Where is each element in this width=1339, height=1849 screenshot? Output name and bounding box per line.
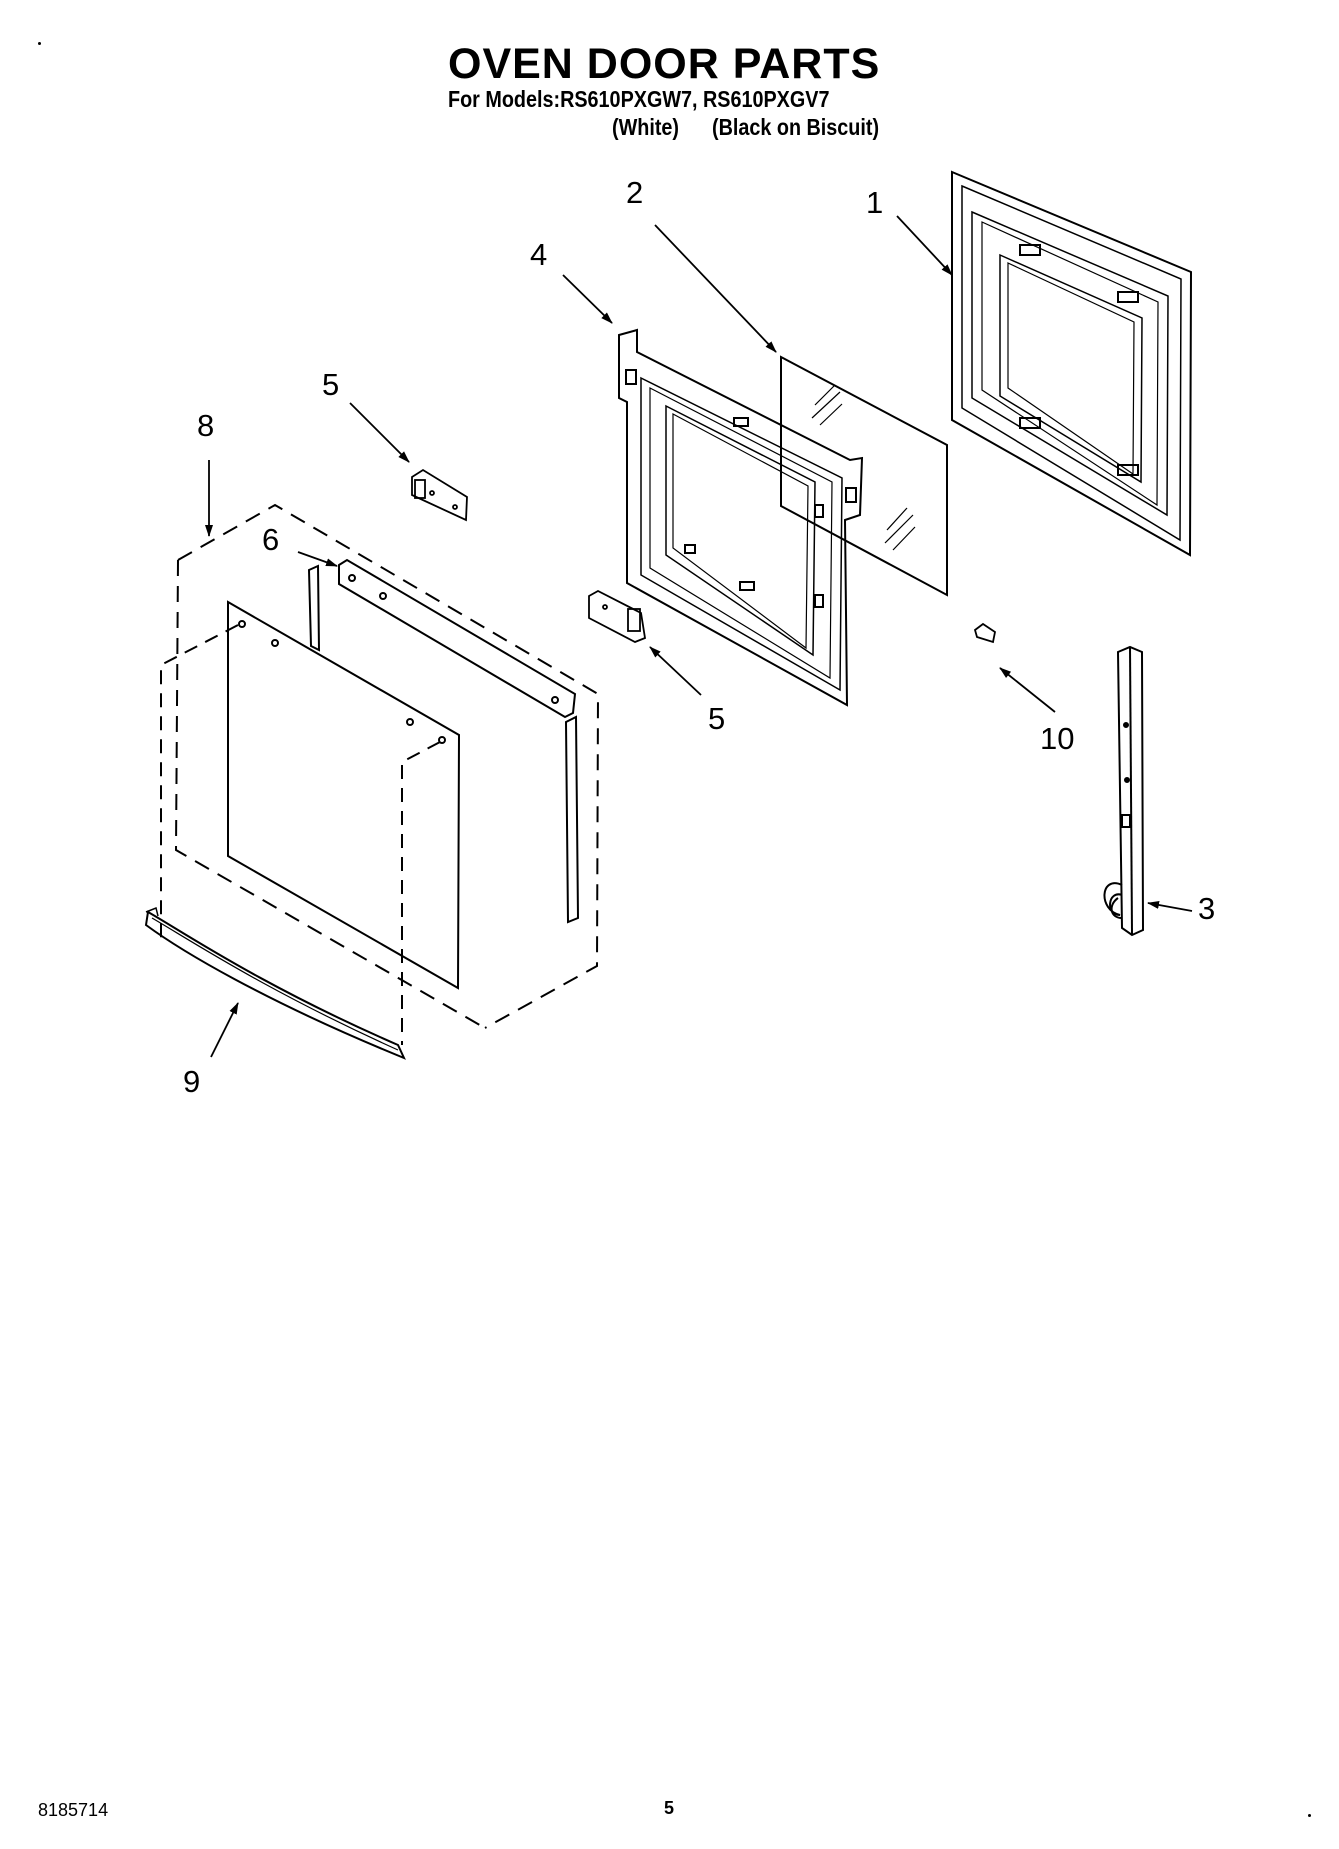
page-number: 5 [664, 1798, 675, 1818]
part-2-glass-pane [780, 355, 948, 597]
side-trim-strips [307, 564, 580, 924]
assembly-guide-lines [160, 624, 441, 1045]
part-3-door-side-rail [1103, 645, 1145, 937]
callout-1: 1 [866, 185, 883, 220]
part-8-outer-door-outline [174, 503, 600, 1029]
part-1-outer-door-panel [951, 170, 1193, 557]
part-9-door-handle [144, 906, 406, 1060]
callout-9: 9 [183, 1064, 200, 1099]
part-6-top-trim-strip [338, 558, 577, 719]
callout-4: 4 [530, 237, 547, 272]
callout-10: 10 [1040, 721, 1074, 756]
outer-glass-panel [227, 600, 461, 990]
part-4-inner-door-frame [618, 328, 864, 707]
header: OVEN DOOR PARTS For Models:RS610PXGW7, R… [0, 0, 1339, 140]
variant-white-label: (White) [612, 114, 680, 140]
scan-speck-top-left [38, 42, 41, 45]
leader-arrows [205, 215, 1193, 1058]
callout-5-upper: 5 [322, 367, 339, 402]
callout-2: 2 [626, 175, 643, 210]
model-numbers: For Models:RS610PXGW7, RS610PXGV7 [448, 86, 830, 112]
part-10-clip [973, 622, 997, 644]
document-number: 8185714 [38, 1800, 109, 1820]
callout-6: 6 [262, 522, 279, 557]
callout-5-lower: 5 [708, 701, 725, 736]
scan-speck-bottom-right [1308, 1814, 1311, 1817]
variant-biscuit-label: (Black on Biscuit) [712, 114, 880, 140]
part-5-hinge-bracket-upper [411, 468, 468, 522]
callout-3: 3 [1198, 891, 1215, 926]
page-title: OVEN DOOR PARTS [448, 40, 881, 88]
part-5-hinge-bracket-lower [588, 589, 647, 643]
callout-8: 8 [197, 408, 214, 443]
